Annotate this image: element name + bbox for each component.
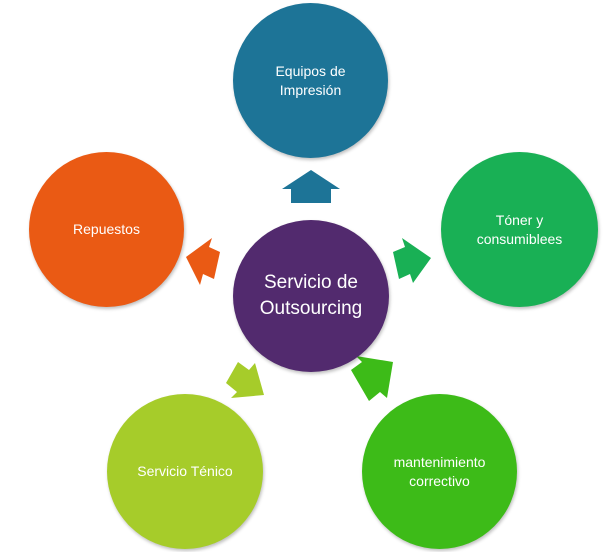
node-servicio-tecnico: Servicio Ténico [107, 394, 263, 549]
node-repuestos: Repuestos [29, 152, 184, 307]
node-label: Repuestos [73, 221, 140, 238]
node-label: mantenimiento correctivo [393, 454, 486, 489]
center-node-servicio-de-outsourcing: Servicio de Outsourcing [233, 220, 389, 372]
center-label: Servicio de Outsourcing [259, 272, 363, 319]
arrow-to-servicio [226, 362, 264, 398]
node-equipos-de-impresion: Equipos de Impresión [233, 3, 388, 158]
arrow-to-equipos [282, 170, 340, 203]
node-label: Tóner y consumiblees [476, 212, 563, 247]
arrow-to-repuestos [186, 238, 220, 285]
node-toner-y-consumibles: Tóner y consumiblees [441, 152, 598, 307]
arrow-to-mant [351, 356, 393, 401]
node-label: Equipos de Impresión [275, 63, 346, 98]
node-label: Servicio Ténico [137, 463, 233, 480]
arrow-to-toner [393, 238, 431, 283]
node-mantenimiento-correctivo: mantenimiento correctivo [362, 394, 517, 549]
